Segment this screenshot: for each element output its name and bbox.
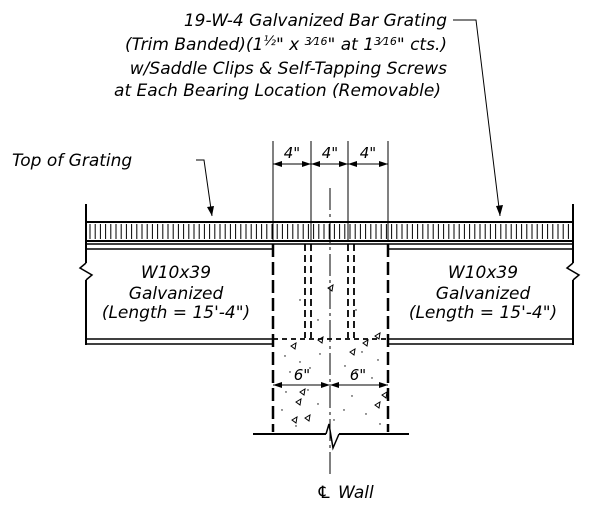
wall-dimensions: 6" 6" <box>273 366 388 388</box>
dim-wall-1: 6" <box>294 366 310 384</box>
dim-top-3: 4" <box>360 144 376 162</box>
right-beam-name: W10x39 <box>448 263 518 283</box>
note-line-1: 19-W-4 Galvanized Bar Grating <box>184 11 447 31</box>
right-break-line <box>565 204 581 345</box>
left-beam-name: W10x39 <box>141 263 211 283</box>
note-leader-line <box>453 19 501 217</box>
left-beam-length: (Length = 15'-4") <box>102 303 250 323</box>
right-beam-flanges <box>388 243 573 345</box>
concrete-wall <box>253 243 409 451</box>
top-of-grating-arrow <box>207 206 214 216</box>
dim-top-2: 4" <box>322 144 338 162</box>
note-line-3: w/Saddle Clips & Self-Tapping Screws <box>130 59 447 79</box>
note-line-2: (Trim Banded)(1½" x 3⁄16" at 13⁄16" cts.… <box>125 34 447 55</box>
right-beam-finish: Galvanized <box>436 284 531 304</box>
left-beam-label: W10x39 Galvanized (Length = 15'-4") <box>102 263 250 323</box>
top-of-grating-leader <box>196 159 213 217</box>
top-dimensions: 4" 4" 4" <box>272 141 389 240</box>
centerline-symbol: ℄ <box>316 483 331 503</box>
top-of-grating-label: Top of Grating <box>12 151 132 171</box>
left-beam-finish: Galvanized <box>129 284 224 304</box>
right-beam-label: W10x39 Galvanized (Length = 15'-4") <box>409 263 557 323</box>
anchor-bolts <box>273 244 388 340</box>
dim-wall-2: 6" <box>350 366 366 384</box>
left-break-line <box>78 204 94 345</box>
grating-note: 19-W-4 Galvanized Bar Grating (Trim Band… <box>114 11 447 101</box>
dim-top-1: 4" <box>284 144 300 162</box>
right-beam-length: (Length = 15'-4") <box>409 303 557 323</box>
note-line-4: at Each Bearing Location (Removable) <box>114 81 441 101</box>
note-leader-arrow <box>496 205 503 216</box>
wall-label: Wall <box>338 483 374 503</box>
left-beam-flanges <box>86 243 273 345</box>
